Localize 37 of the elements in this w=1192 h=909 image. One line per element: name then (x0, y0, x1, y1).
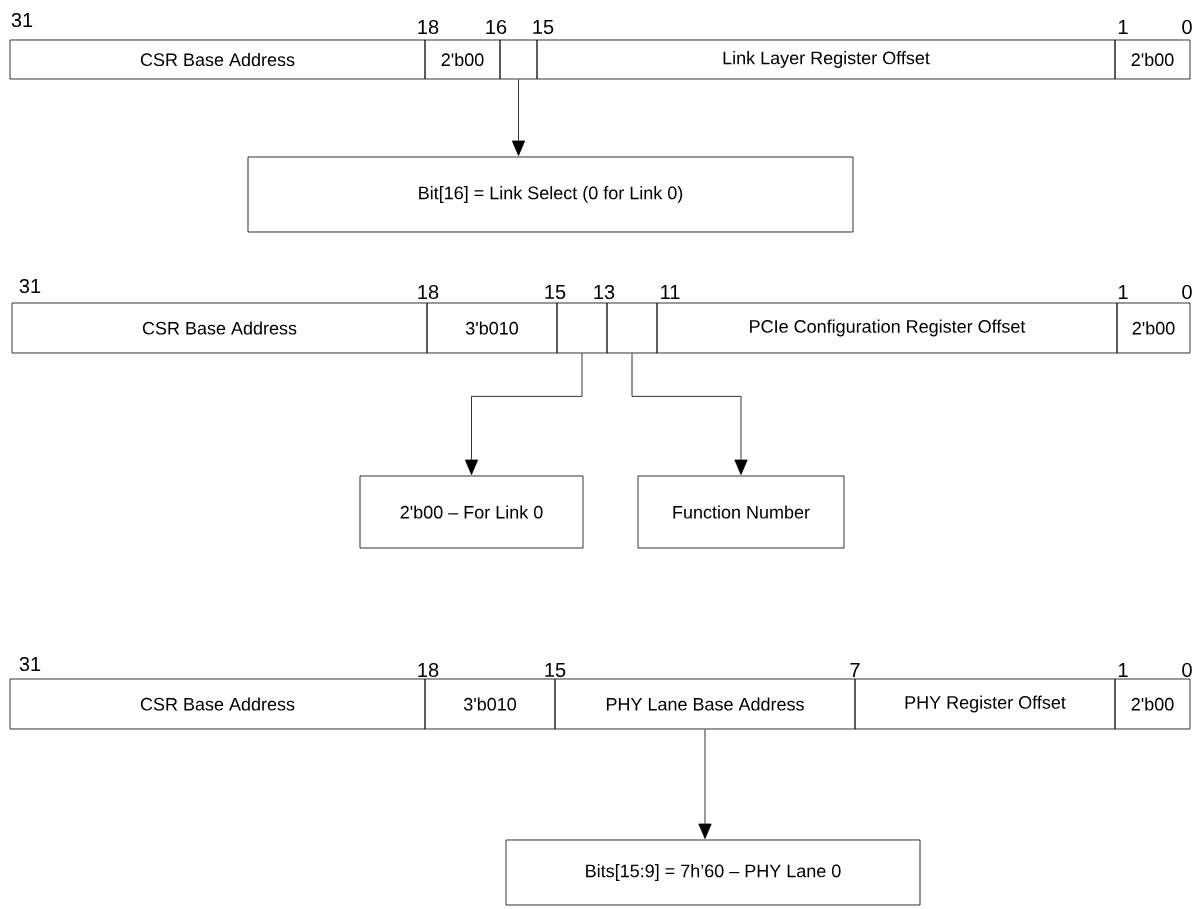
register-field: CSR Base Address (11, 302, 428, 354)
bit-number: 1 (1118, 285, 1128, 299)
bit-number: 15 (533, 20, 554, 34)
arrow (511, 79, 526, 156)
bit-number: 7 (850, 663, 860, 677)
bit-number: 15 (545, 663, 566, 677)
register-field: 2'b00 (1116, 302, 1191, 354)
description-box: 2'b00 – For Link 0 (359, 475, 584, 549)
bit-number: 18 (418, 284, 439, 300)
register-field: 2'b00 (424, 39, 501, 80)
bit-number: 16 (486, 19, 507, 35)
arrow (464, 353, 583, 475)
register-field: PHY Register Offset (854, 678, 1116, 730)
register-field (556, 302, 608, 354)
bit-number: 13 (594, 284, 615, 300)
register-field: CSR Base Address (9, 39, 426, 80)
register-field (606, 302, 658, 354)
register-field (499, 39, 538, 80)
register-field: 3'b010 (424, 678, 556, 730)
bit-number: 1 (1118, 663, 1128, 677)
arrow (698, 729, 712, 839)
register-field: Link Layer Register Offset (536, 39, 1116, 80)
register-field: 2'b00 (1114, 678, 1191, 730)
description-box: Bit[16] = Link Select (0 for Link 0) (247, 156, 854, 233)
register-field: CSR Base Address (9, 678, 426, 730)
bit-number: 11 (661, 285, 680, 299)
bit-number: 1 (1118, 20, 1128, 34)
register-field: PHY Lane Base Address (554, 678, 856, 730)
bit-number: 18 (418, 19, 439, 35)
bit-number: 18 (418, 662, 439, 678)
register-field: PCIe Configuration Register Offset (656, 302, 1118, 354)
arrow (631, 353, 748, 475)
register-field: 2'b00 (1114, 39, 1191, 80)
description-box: Function Number (637, 475, 845, 549)
register-field: 3'b010 (426, 302, 558, 354)
description-box: Bits[15:9] = 7h’60 – PHY Lane 0 (505, 839, 921, 906)
bit-number: 15 (545, 285, 566, 299)
